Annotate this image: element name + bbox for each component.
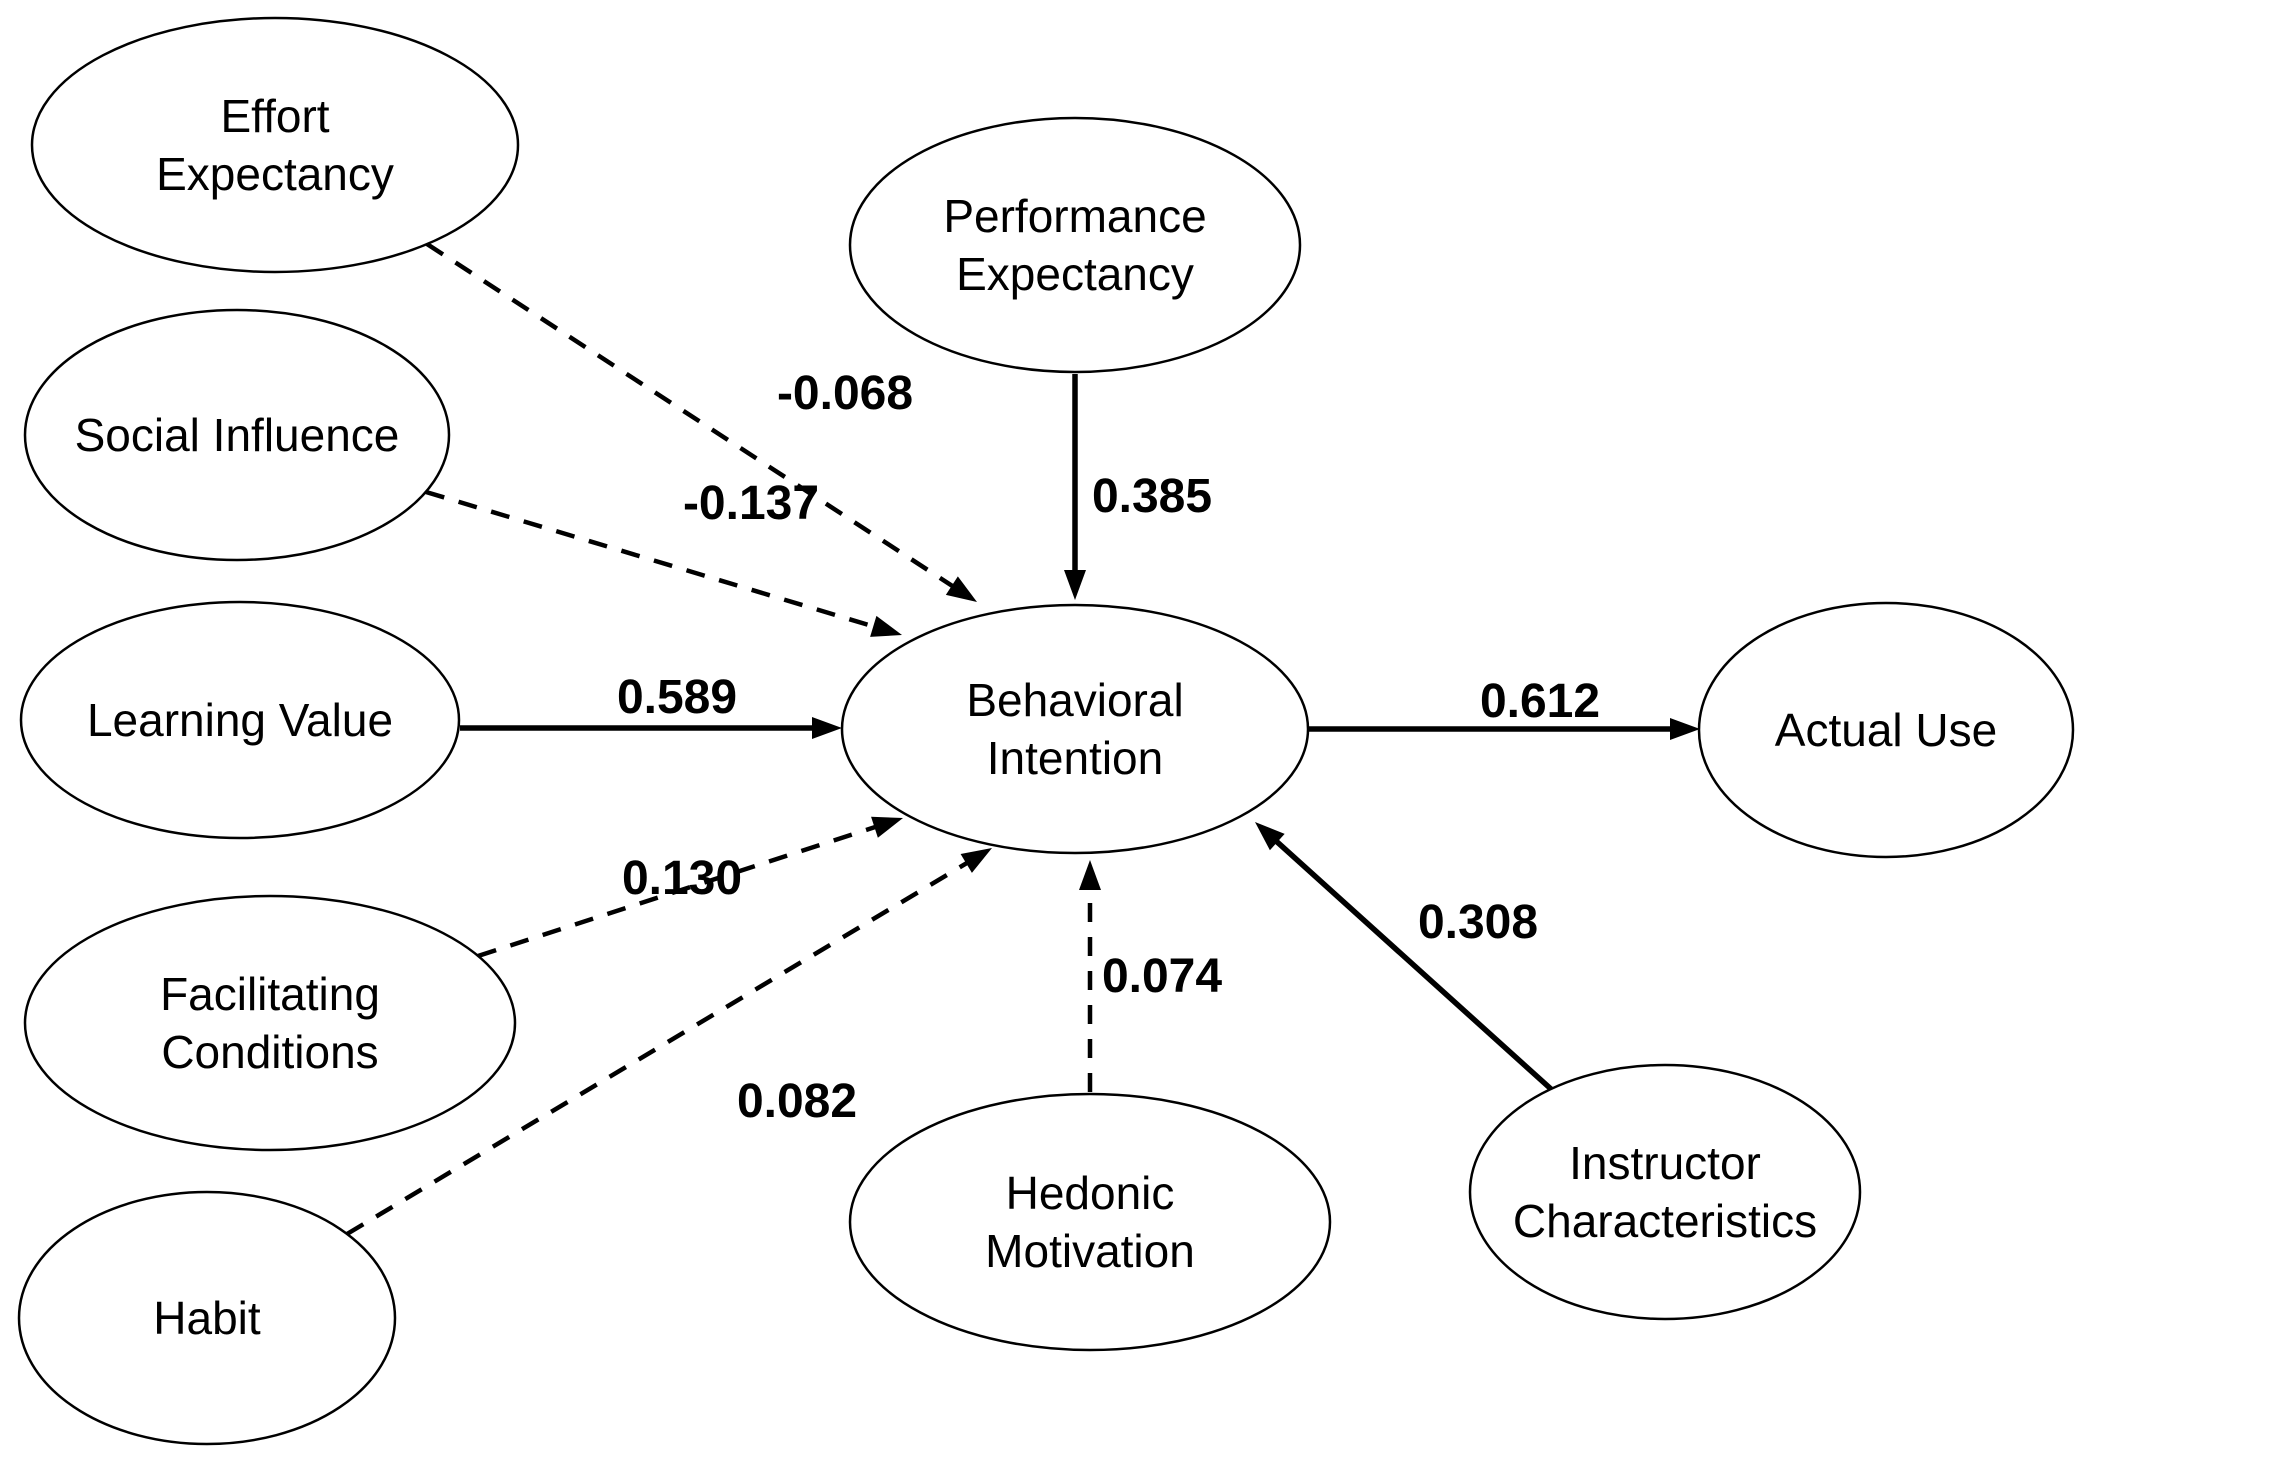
node-actual-use-ellipse [1697, 601, 2075, 859]
node-social-influence-ellipse [23, 308, 451, 562]
edge-bi-au-coefficient-label: 0.612 [1480, 675, 1600, 728]
edge-pe-bi-arrowhead [1064, 570, 1086, 600]
edge-bi-au-arrowhead [1670, 718, 1700, 740]
edge-fc-bi-line [477, 823, 881, 959]
edge-ee-bi-coefficient-label: -0.068 [777, 367, 913, 420]
node-hedonic-motivation-ellipse [848, 1092, 1332, 1352]
edge-hm-bi-arrowhead [1079, 860, 1101, 890]
edge-ic-bi-arrowhead [1255, 822, 1285, 851]
edge-ic-bi-coefficient-label: 0.308 [1418, 896, 1538, 949]
edge-ee-bi-arrowhead [945, 576, 977, 602]
edge-pe-bi-coefficient-label: 0.385 [1092, 470, 1212, 523]
node-effort-expectancy-ellipse [30, 16, 520, 274]
node-performance-expectancy-ellipse [848, 116, 1302, 374]
node-habit-label: Habit [153, 1292, 261, 1344]
edge-hm-bi-coefficient-label: 0.074 [1102, 950, 1222, 1003]
edge-habit-bi-coefficient-label: 0.082 [737, 1075, 857, 1128]
node-behavioral-intention-ellipse [840, 603, 1310, 855]
edge-lv-bi-arrowhead [812, 717, 842, 739]
edge-si-bi-coefficient-label: -0.137 [683, 477, 819, 530]
edge-si-bi-line [425, 489, 880, 631]
edge-lv-bi-coefficient-label: 0.589 [617, 671, 737, 724]
node-social-influence-label: Social Influence [75, 409, 400, 461]
edge-fc-bi-arrowhead [871, 816, 903, 838]
edge-ee-bi-line [425, 242, 959, 591]
node-learning-value-ellipse [19, 600, 461, 840]
node-facilitating-conditions-ellipse [23, 894, 517, 1152]
node-actual-use-label: Actual Use [1775, 704, 1997, 756]
edge-habit-bi-arrowhead [960, 848, 992, 873]
edge-ic-bi-line [1270, 836, 1553, 1092]
node-habit-ellipse [17, 1190, 397, 1446]
edge-si-bi-arrowhead [870, 615, 902, 637]
node-learning-value-label: Learning Value [87, 694, 393, 746]
edge-fc-bi-coefficient-label: 0.130 [622, 852, 742, 905]
node-instructor-characteristics-ellipse [1468, 1063, 1862, 1321]
